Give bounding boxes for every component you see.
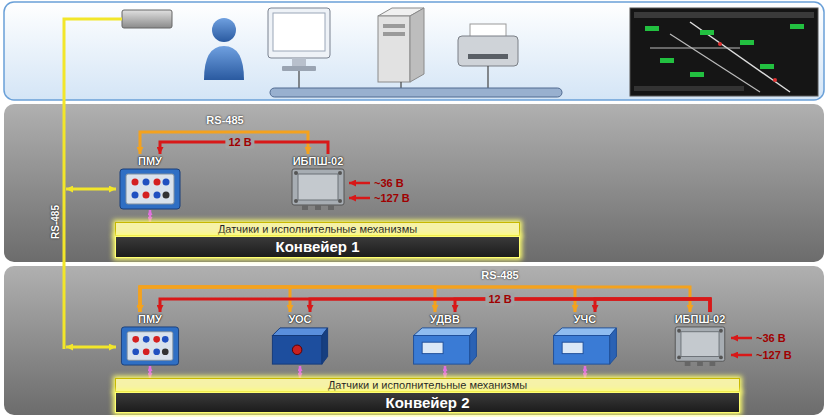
edge-label: RS-485 [203,114,246,127]
io-link [444,366,447,378]
screenshot-track [670,34,760,92]
screenshot-tag [790,24,804,29]
server-front [378,16,410,82]
device-label: УОС [267,312,333,326]
operator-body [204,46,244,80]
server-side [410,8,424,82]
server-slot [383,24,405,28]
power-supply-unit: ИБПШ-02 [672,312,729,366]
rs485-trunk [64,19,122,349]
control-unit: ПМУ [119,312,181,366]
device-label: ИБПШ-02 [290,154,347,168]
screenshot-track [650,48,740,49]
operator-head [212,18,236,42]
conveyor-bar: Конвейер 1 [115,236,520,258]
edge-label: 12 В [225,136,254,149]
conveyor-title: Конвейер 2 [386,394,470,412]
speed-unit: УЧС [549,312,621,366]
control-room-panel [4,2,824,100]
printer-tray [468,54,508,59]
monitor-base [282,66,316,71]
screenshot-tag [660,58,674,63]
conveyor-title: Конвейер 1 [276,238,360,256]
network-bus [270,88,562,97]
power-link [160,299,710,312]
monitor-screen [273,13,325,51]
supply-leader [349,182,370,185]
network-drop [487,66,488,88]
screenshot-tag [690,72,704,77]
io-link [149,366,152,378]
io-link [299,366,302,378]
bar-label: Датчики и исполнительные механизмы [218,223,417,235]
io-link [149,210,152,222]
supply-leader [731,337,752,340]
screenshot-signal [773,78,777,82]
sensor-bar: Датчики и исполнительные механизмы [115,222,520,236]
supply-voltage: ~127 В [756,349,792,362]
monitor-frame [268,8,330,58]
rs485-branch [66,346,116,349]
supply-voltage: ~36 В [756,332,786,345]
screenshot-tag [740,40,754,45]
supply-leader [349,197,370,200]
device-label: УДВВ [409,312,481,326]
screenshot-status-bar [634,86,744,91]
sensor-unit-picture [414,328,477,364]
interface-converter [122,10,172,28]
device-label: УЧС [549,312,621,326]
server-slot [383,32,405,36]
control-unit-picture [121,327,178,365]
device-label: ПМУ [119,154,181,168]
monitor-stand [292,58,306,66]
edge-label: RS-485 [478,269,521,282]
sensor-unit: УДВВ [409,312,481,366]
bus-name: RS-485 [49,205,62,239]
rs485-branch [66,188,116,191]
stop-unit-picture [272,328,327,364]
supply-voltage: ~127 В [374,192,410,205]
network-drop [298,71,299,88]
power-link [595,299,710,312]
power-unit-picture [292,169,344,210]
bar-label: Датчики и исполнительные механизмы [328,379,527,391]
conveyor-bar: Конвейер 2 [115,392,740,413]
supply-leader [731,354,752,357]
control-unit: ПМУ [119,154,181,210]
edge-label: 12 В [485,293,514,306]
power-unit-picture [675,327,725,366]
screenshot-tag [645,26,659,31]
conveyor-band [4,266,824,415]
screenshot-signal [718,42,722,46]
stop-unit: УОС [267,312,333,366]
screenshot-tag [700,30,714,35]
speed-unit-picture [554,328,617,364]
io-link [584,366,587,378]
power-supply-unit: ИБПШ-02 [290,154,347,210]
screenshot-toolbar [634,12,814,18]
network-drop [400,82,401,88]
supply-voltage: ~36 В [374,177,404,190]
control-unit-picture [120,169,180,209]
printer-body [458,36,518,66]
screenshot-tag [760,64,774,69]
conveyor-band [4,104,824,262]
device-label: ИБПШ-02 [672,312,729,326]
scada-screenshot [630,8,818,96]
sensor-bar: Датчики и исполнительные механизмы [115,378,740,392]
device-label: ПМУ [119,312,181,326]
